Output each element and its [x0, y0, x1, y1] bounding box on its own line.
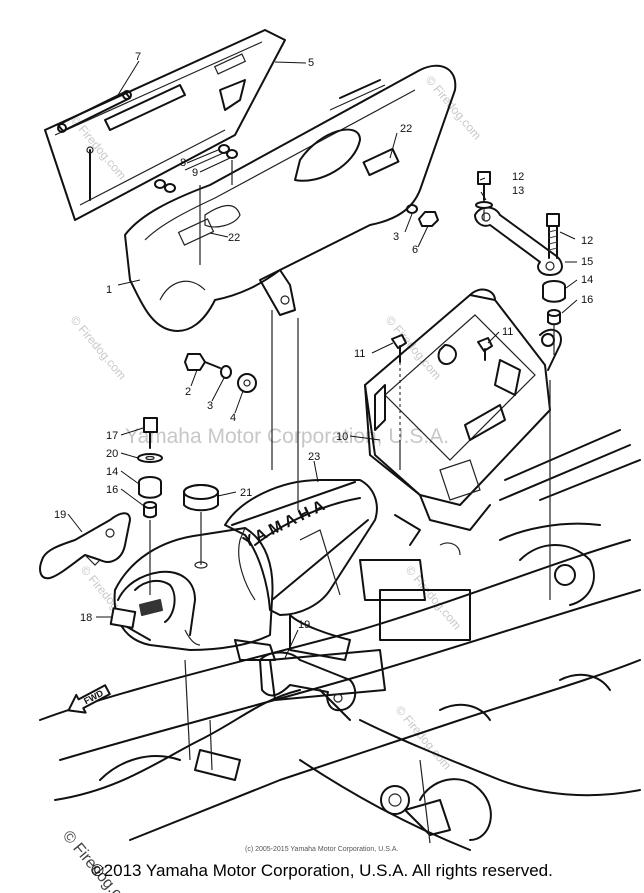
part-8-9-washers — [154, 144, 238, 193]
callout-1: 1 — [106, 284, 112, 296]
part-20-washer — [137, 453, 163, 463]
callout-20: 20 — [106, 448, 118, 460]
part-16-collar-left — [143, 501, 157, 519]
watermark-site-2: © Firedog.com — [423, 73, 484, 142]
callout-13: 13 — [512, 185, 524, 197]
callout-2: 2 — [185, 386, 191, 398]
callout-numbers: 7 5 22 8 9 12 13 12 15 14 16 22 3 6 1 11… — [54, 51, 593, 631]
part-21-grommet — [183, 484, 219, 512]
callout-22-upper: 22 — [400, 123, 412, 135]
part-2-bolt — [184, 353, 221, 371]
callout-23: 23 — [308, 451, 320, 463]
watermark-site-3: © Firedog.com — [68, 313, 129, 382]
part-14-grommet-left — [138, 476, 162, 499]
callout-19-left: 19 — [54, 509, 66, 521]
callout-3-lower: 3 — [207, 400, 213, 412]
part-23-seat: YAMAHA — [224, 479, 378, 661]
side-cover-panel — [44, 29, 286, 221]
part-4-washer — [237, 373, 257, 393]
callout-8: 8 — [180, 157, 186, 169]
callout-14-right: 14 — [581, 274, 593, 286]
part-15-bracket — [474, 206, 563, 276]
callout-4: 4 — [230, 412, 236, 424]
callout-14-left: 14 — [106, 466, 118, 478]
callout-16-right: 16 — [581, 294, 593, 306]
part-1-side-cover — [124, 64, 457, 332]
callout-11-right: 11 — [502, 326, 513, 338]
callout-16-left: 16 — [106, 484, 118, 496]
callout-5: 5 — [308, 57, 314, 69]
alignment-lines — [149, 160, 555, 844]
callout-17: 17 — [106, 430, 118, 442]
small-copyright: (c) 2005-2015 Yamaha Motor Corporation, … — [245, 846, 398, 853]
part-19-bracket-left — [39, 512, 131, 580]
callout-9: 9 — [192, 167, 198, 179]
part-3-washer — [220, 365, 232, 379]
callout-7: 7 — [135, 51, 141, 63]
part-16-collar-right — [547, 309, 561, 326]
part-19-bracket-lower — [259, 651, 357, 712]
watermarks: © Firedog.com © Firedog.com © Firedog.co… — [59, 73, 484, 893]
watermark-site-7: © Firedog.com — [393, 703, 454, 772]
callout-21: 21 — [240, 487, 252, 499]
callout-18: 18 — [80, 612, 92, 624]
watermark-site-4: © Firedog.com — [383, 313, 444, 382]
part-11-bolt-left — [391, 334, 407, 440]
callout-3-upper: 3 — [393, 231, 399, 243]
part-14-grommet-right — [542, 280, 566, 303]
callout-12-upper: 12 — [512, 171, 524, 183]
seat-brand-text: YAMAHA — [240, 496, 331, 552]
footer-copyright: ©2013 Yamaha Motor Corporation, U.S.A. A… — [91, 861, 553, 880]
callout-22-lower: 22 — [228, 232, 240, 244]
callout-6: 6 — [412, 244, 418, 256]
part-17-bolt-left — [143, 417, 158, 449]
callout-12-right: 12 — [581, 235, 593, 247]
leader-lines — [67, 60, 578, 659]
part-7-bracket — [57, 90, 132, 133]
callout-19-lower: 19 — [298, 619, 310, 631]
part-12-bolt-right — [546, 213, 560, 259]
watermark-site-6: © Firedog.com — [403, 563, 464, 632]
part-11-bolt-right — [477, 337, 493, 361]
forward-arrow: FWD — [67, 684, 111, 714]
callout-10: 10 — [336, 431, 348, 443]
part-3-6-washer-nut — [406, 204, 439, 227]
frame — [39, 429, 641, 851]
callout-11-left: 11 — [354, 348, 365, 360]
callout-15: 15 — [581, 256, 593, 268]
